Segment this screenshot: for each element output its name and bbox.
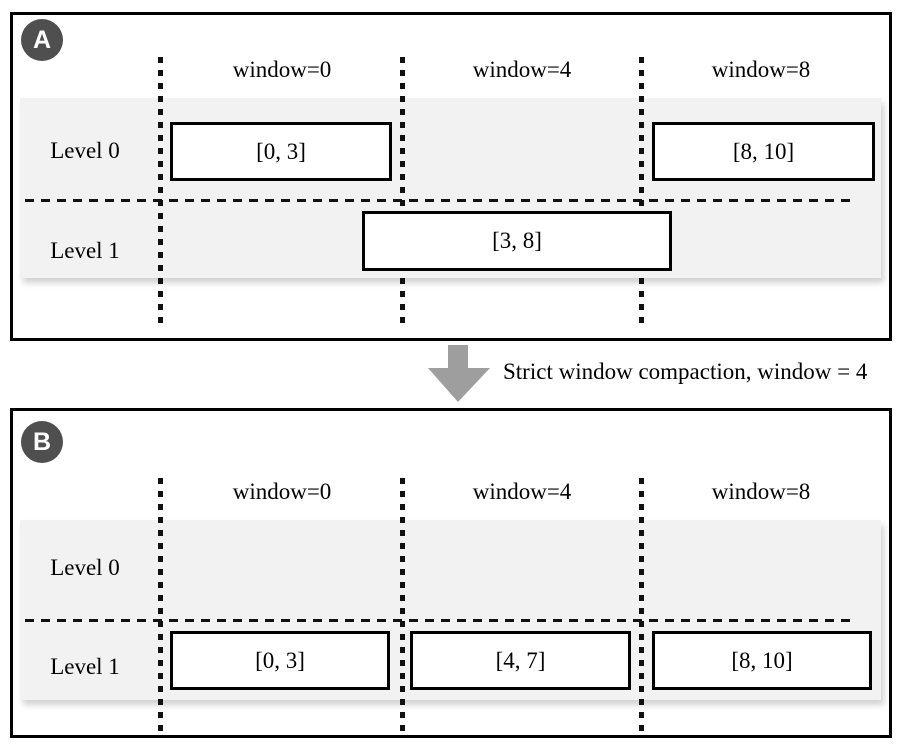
level-separator-dashed-line: [25, 619, 851, 622]
compaction-label: Strict window compaction, window = 4: [503, 359, 868, 384]
sstable-box: [0, 3]: [170, 631, 390, 690]
level-0-label: Level 0: [50, 138, 120, 163]
sstable-box: [0, 3]: [170, 122, 392, 181]
window-divider-dotted-line: [400, 57, 405, 323]
column-header-window-8: window=8: [711, 57, 811, 82]
sstable-box: [3, 8]: [362, 211, 672, 271]
panel-b-badge: B: [21, 421, 63, 463]
level-1-label: Level 1: [50, 238, 120, 263]
column-header-window-4: window=4: [472, 479, 572, 504]
panel-a: A window=0 window=4 window=8 Level 0 Lev…: [10, 12, 892, 341]
panel-b: B window=0 window=4 window=8 Level 0 Lev…: [10, 408, 892, 738]
column-header-window-8: window=8: [711, 479, 811, 504]
level-1-label: Level 1: [50, 654, 120, 679]
window-divider-dotted-line: [639, 57, 644, 323]
window-divider-dotted-line: [158, 57, 163, 323]
level-0-label: Level 0: [50, 555, 120, 580]
column-header-window-0: window=0: [232, 479, 332, 504]
sstable-box: [8, 10]: [652, 122, 875, 181]
sstable-box: [8, 10]: [652, 631, 872, 690]
window-divider-dotted-line: [400, 478, 405, 731]
window-divider-dotted-line: [639, 478, 644, 731]
panel-a-badge: A: [21, 19, 63, 61]
column-header-window-4: window=4: [472, 57, 572, 82]
compaction-arrow-icon: [428, 345, 490, 402]
window-divider-dotted-line: [158, 478, 163, 731]
column-header-window-0: window=0: [232, 57, 332, 82]
level-separator-dashed-line: [25, 199, 851, 202]
sstable-box: [4, 7]: [410, 631, 631, 690]
